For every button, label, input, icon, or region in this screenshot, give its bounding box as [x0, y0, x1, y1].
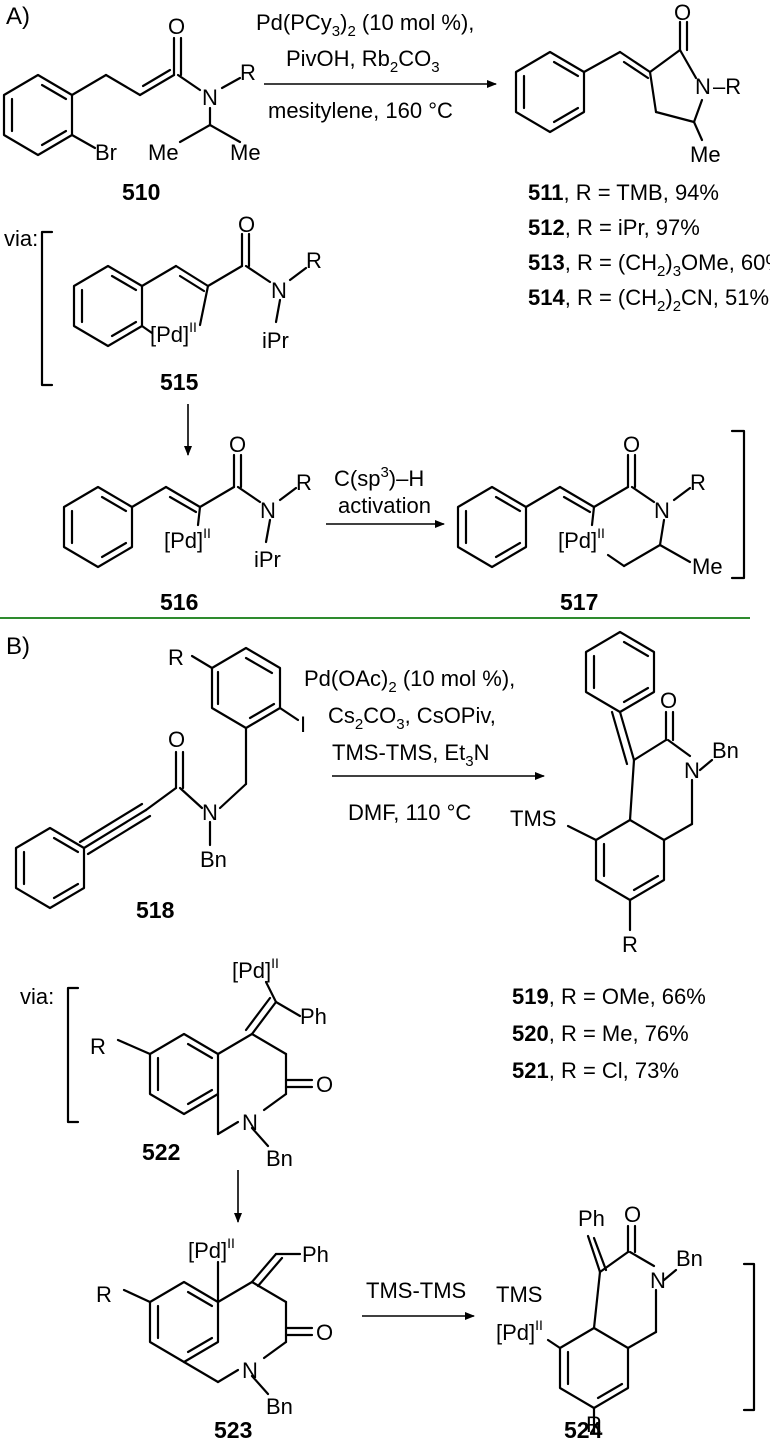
conditions-a-line1: Pd(PCy3)2 (10 mol %),: [256, 10, 474, 40]
atom-ph: Ph: [302, 1242, 329, 1267]
atom-r: R: [306, 248, 322, 273]
conditions-a-line2: PivOH, Rb2CO3: [286, 46, 440, 76]
atom-ipr: iPr: [254, 547, 281, 572]
atom-bn: Bn: [266, 1394, 293, 1419]
intermediate-523-structure: [122, 1252, 314, 1396]
atom-ipr: iPr: [262, 328, 289, 353]
bracket-left: [66, 986, 80, 1124]
atom-o: O: [660, 688, 677, 713]
compound-number-510: 510: [122, 179, 160, 205]
atom-r: R: [586, 1412, 602, 1437]
pd-label: [Pd]II: [150, 319, 197, 347]
atom-n: N: [202, 800, 218, 825]
atom-o: O: [674, 0, 691, 25]
intermediate-515-structure: [72, 232, 308, 348]
atom-bn: Bn: [266, 1146, 293, 1171]
atom-r: R: [96, 1282, 112, 1307]
intermediate-522-structure: [116, 980, 314, 1148]
bracket-right: [730, 429, 746, 580]
atom-r: R: [240, 60, 256, 85]
atom-n: N: [260, 498, 276, 523]
step-label-tms-tms: TMS-TMS: [366, 1278, 466, 1303]
atom-tms: TMS: [496, 1282, 542, 1307]
compound-number-516: 516: [160, 589, 198, 615]
atom-tms: TMS: [510, 806, 556, 831]
compound-510-structure: [2, 36, 242, 157]
atom-r: R: [296, 470, 312, 495]
atom-n: N: [242, 1358, 258, 1383]
atom-me: Me: [692, 554, 723, 579]
atom-r: R: [622, 932, 638, 957]
compound-number-523: 523: [214, 1417, 252, 1442]
pd-label: [Pd]II: [496, 1317, 543, 1345]
compound-number-522: 522: [142, 1139, 180, 1165]
conditions-a-line3: mesitylene, 160 °C: [268, 98, 453, 123]
compound-518-structure: [14, 646, 300, 910]
result-511: 511, R = TMB, 94%: [528, 180, 719, 205]
compound-number-515: 515: [160, 369, 199, 395]
compound-number-524: 524: [564, 1417, 603, 1442]
atom-o: O: [229, 432, 246, 457]
atom-r: R: [168, 645, 184, 670]
conditions-b-line4: DMF, 110 °C: [348, 800, 471, 825]
atom-r: R: [690, 470, 706, 495]
pd-label: [Pd]II: [232, 955, 279, 983]
result-514: 514, R = (CH2)2CN, 51%: [528, 285, 769, 315]
pd-label: [Pd]II: [188, 1235, 235, 1263]
atom-me: Me: [690, 142, 721, 167]
panel-b-label: B): [6, 633, 30, 660]
atom-o: O: [168, 14, 185, 39]
atom-bn: Bn: [712, 738, 739, 763]
atom-i: I: [300, 712, 306, 737]
atom-n: N: [650, 1268, 666, 1293]
atom-r: R: [90, 1034, 106, 1059]
step-label-csp3: C(sp3)–H: [334, 464, 424, 491]
compound-number-517: 517: [560, 589, 598, 615]
atom-bn: Bn: [200, 847, 227, 872]
via-label-b: via:: [20, 984, 54, 1009]
atom-o: O: [168, 727, 185, 752]
atom-n: N: [695, 74, 711, 99]
atom-ph: Ph: [578, 1206, 605, 1231]
product-519-521-structure: [566, 630, 714, 932]
intermediate-524-structure: [546, 1224, 678, 1434]
bracket-right: [742, 1262, 756, 1412]
intermediate-516-structure: [62, 453, 298, 569]
result-520: 520, R = Me, 76%: [512, 1021, 689, 1046]
atom-me: Me: [148, 140, 179, 165]
product-511-514-structure: [514, 20, 704, 142]
result-521: 521, R = Cl, 73%: [512, 1058, 679, 1083]
conditions-b-line1: Pd(OAc)2 (10 mol %),: [304, 666, 515, 696]
pd-label: [Pd]II: [164, 525, 211, 553]
atom-br: Br: [95, 140, 117, 165]
result-512: 512, R = iPr, 97%: [528, 215, 700, 240]
atom-me: Me: [230, 140, 261, 165]
panel-a-label: A): [6, 3, 30, 30]
result-513: 513, R = (CH2)3OMe, 60%: [528, 250, 770, 280]
atom-n: N: [654, 498, 670, 523]
compound-number-518: 518: [136, 897, 175, 923]
bracket-left: [40, 230, 54, 387]
result-519: 519, R = OMe, 66%: [512, 984, 706, 1009]
atom-bn: Bn: [676, 1246, 703, 1271]
atom-n: N: [202, 85, 218, 110]
step-label-activation: activation: [338, 493, 431, 518]
atom-n: N: [242, 1110, 258, 1135]
atom-ph: Ph: [300, 1004, 327, 1029]
pd-label: [Pd]II: [558, 525, 605, 553]
atom-o: O: [316, 1320, 333, 1345]
conditions-b-line2: Cs2CO3, CsOPiv,: [328, 703, 496, 733]
atom-o: O: [238, 212, 255, 237]
atom-r: –R: [713, 74, 741, 99]
atom-n: N: [684, 758, 700, 783]
atom-o: O: [623, 432, 640, 457]
atom-o: O: [316, 1072, 333, 1097]
via-label-a: via:: [4, 226, 38, 251]
conditions-b-line3: TMS-TMS, Et3N: [332, 740, 489, 770]
atom-o: O: [624, 1202, 641, 1227]
atom-n: N: [271, 278, 287, 303]
intermediate-517-structure: [456, 453, 692, 569]
